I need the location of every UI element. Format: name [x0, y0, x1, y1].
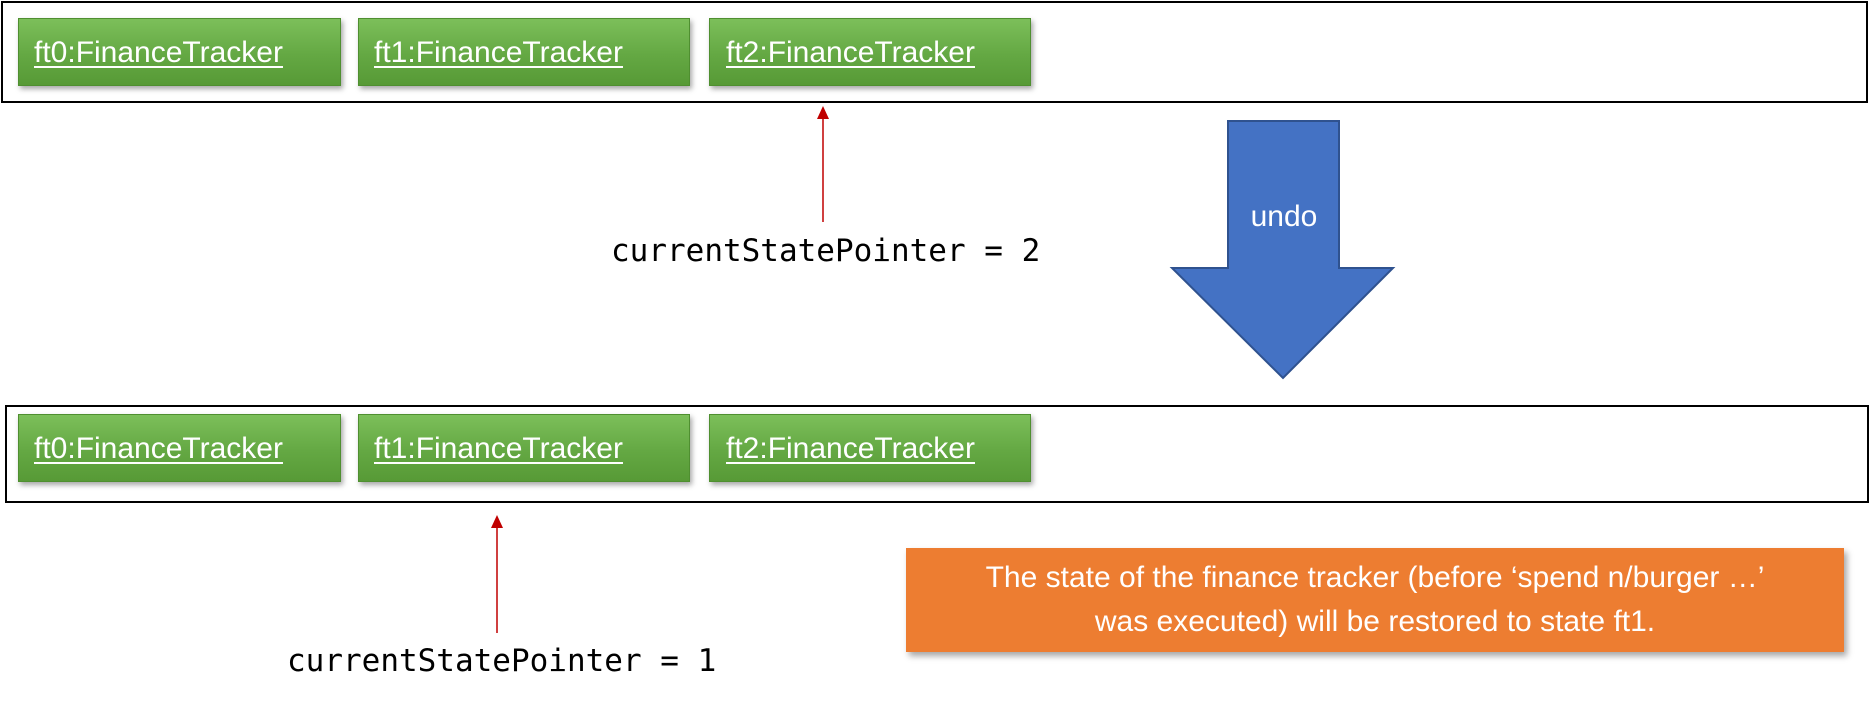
restore-note: The state of the finance tracker (before… [906, 548, 1844, 652]
bottom-pointer-label: currentStatePointer = 1 [287, 643, 717, 679]
top-state-ft2: ft2:FinanceTracker [709, 18, 1031, 86]
bottom-state-ft1-label: ft1:FinanceTracker [374, 432, 623, 465]
bottom-state-ft2: ft2:FinanceTracker [709, 414, 1031, 482]
undo-arrow-icon [1169, 120, 1396, 380]
top-pointer-label: currentStatePointer = 2 [611, 233, 1041, 269]
top-state-ft1: ft1:FinanceTracker [358, 18, 690, 86]
top-pointer-arrow [817, 106, 829, 222]
restore-note-line2: was executed) will be restored to state … [1094, 605, 1656, 638]
undo-label: undo [1250, 200, 1318, 233]
top-state-ft0: ft0:FinanceTracker [18, 18, 341, 86]
top-state-ft1-label: ft1:FinanceTracker [374, 36, 623, 69]
bottom-state-ft0-label: ft0:FinanceTracker [34, 432, 283, 465]
bottom-state-ft2-label: ft2:FinanceTracker [726, 432, 975, 465]
bottom-state-ft1: ft1:FinanceTracker [358, 414, 690, 482]
top-state-ft0-label: ft0:FinanceTracker [34, 36, 283, 69]
top-state-ft2-label: ft2:FinanceTracker [726, 36, 975, 69]
restore-note-line1: The state of the finance tracker (before… [985, 561, 1765, 594]
bottom-pointer-arrow [491, 515, 503, 633]
bottom-state-ft0: ft0:FinanceTracker [18, 414, 341, 482]
